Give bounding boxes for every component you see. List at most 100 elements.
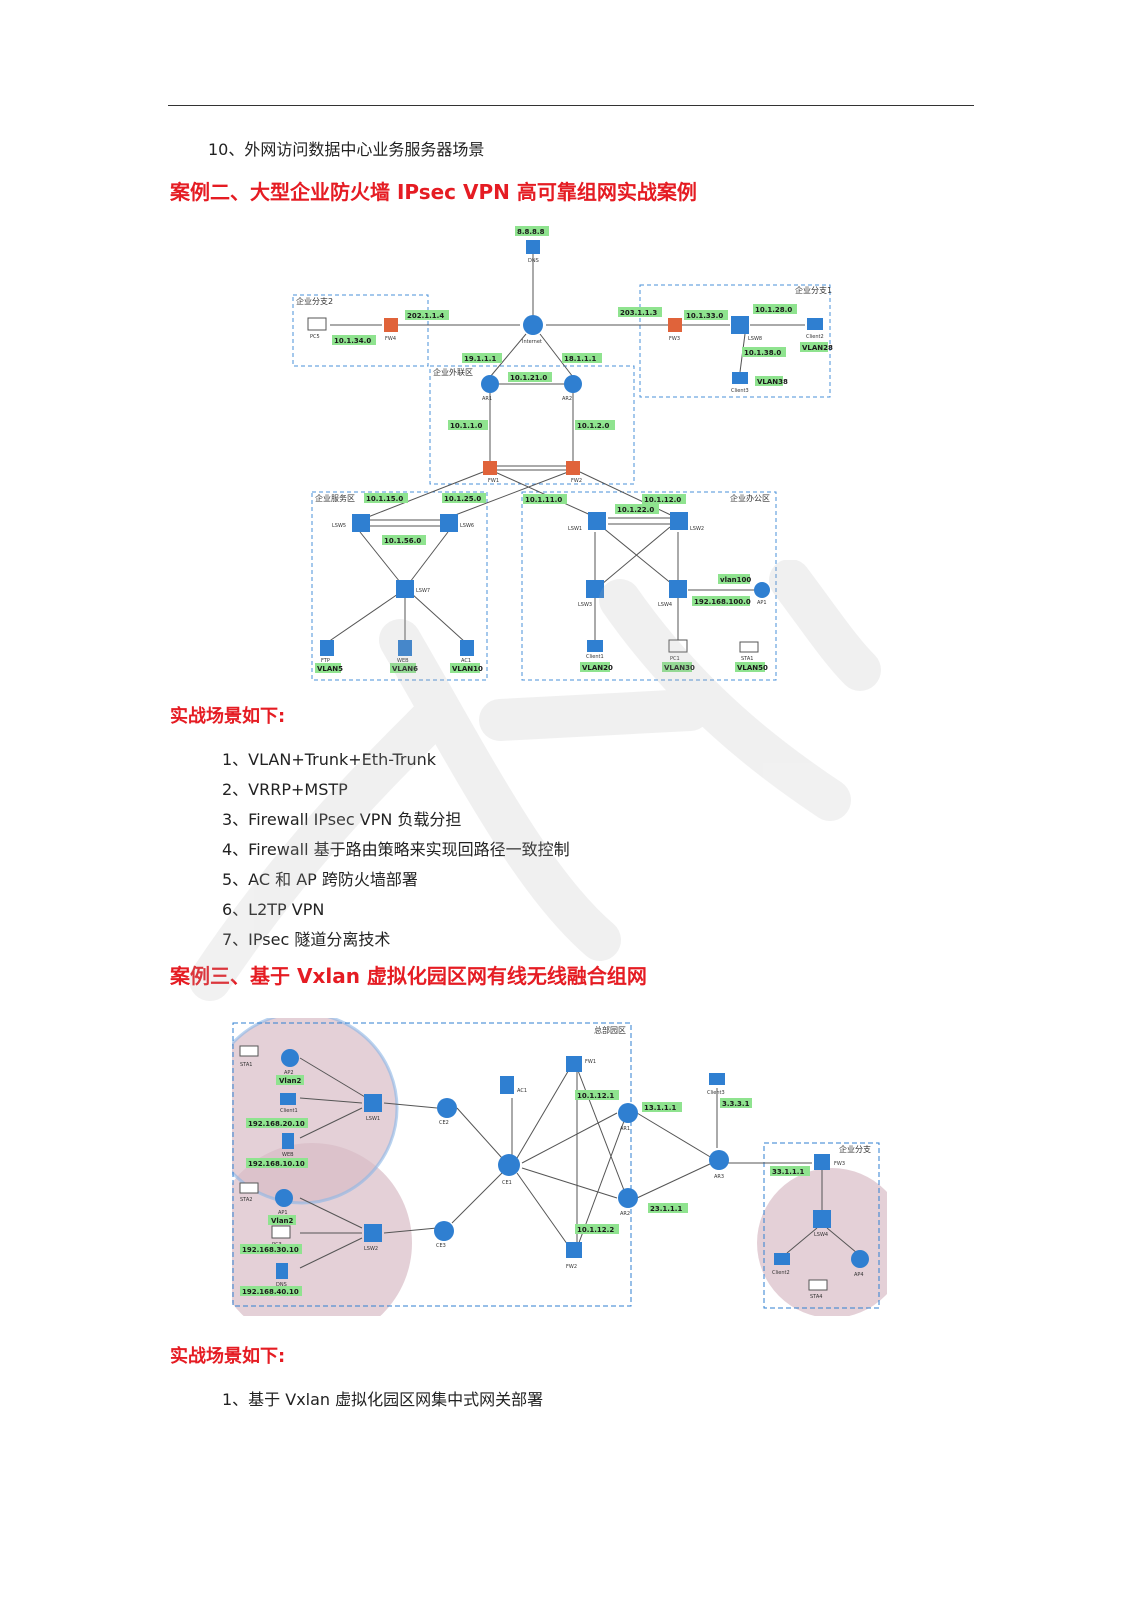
router-ar3-icon	[709, 1150, 729, 1170]
zone-headquarters-label: 总部园区	[594, 1025, 626, 1035]
zone-dmz-label: 企业外联区	[433, 367, 473, 377]
node-name: PC1	[670, 656, 680, 662]
net-label: 192.168.30.10	[242, 1246, 299, 1254]
node-name: AC1	[461, 658, 471, 664]
node-name: AP1	[757, 600, 767, 606]
firewall-fw3-icon	[814, 1154, 830, 1170]
ap1-icon	[754, 582, 770, 598]
case2-scenarios-title: 实战场景如下:	[170, 706, 286, 727]
node-name: PC5	[310, 334, 320, 340]
zone-branch2	[292, 294, 429, 367]
client3-icon	[709, 1073, 725, 1085]
net-label: 10.1.12.0	[644, 496, 681, 504]
net-label: 10.1.12.2	[577, 1226, 614, 1234]
net-label: 10.1.33.0	[686, 312, 723, 320]
firewall-fw2-icon	[566, 461, 580, 475]
list-item: 2、VRRP+MSTP	[222, 780, 348, 799]
list-item: 6、L2TP VPN	[222, 900, 325, 919]
sta4-icon	[808, 1279, 828, 1291]
node-name: AP4	[854, 1272, 864, 1278]
net-label: 19.1.1.1	[464, 355, 496, 363]
node-name: AP1	[278, 1210, 288, 1216]
router-ar1-icon	[618, 1103, 638, 1123]
node-name: FW2	[571, 478, 582, 484]
vlan-label: VLAN50	[737, 664, 768, 672]
firewall-fw3-icon	[668, 318, 682, 332]
node-name: FW3	[669, 336, 680, 342]
zone-dmz	[429, 365, 635, 485]
node-name: LSW5	[332, 523, 346, 529]
zone-server	[311, 491, 488, 681]
zone-branch1	[639, 284, 831, 398]
sta1-icon	[239, 1045, 259, 1057]
node-name: STA1	[741, 656, 753, 662]
node-name: LSW1	[568, 526, 582, 532]
net-label: 10.1.25.0	[444, 495, 481, 503]
case2-title: 案例二、大型企业防火墙 IPsec VPN 高可靠组网实战案例	[170, 180, 697, 204]
switch-lsw7-icon	[396, 580, 414, 598]
net-label: 10.1.1.0	[450, 422, 482, 430]
node-name: DNS	[528, 258, 539, 264]
node-name: LSW3	[578, 602, 592, 608]
node-name: LSW1	[366, 1116, 380, 1122]
node-name: CE1	[502, 1180, 512, 1186]
net-label: 8.8.8.8	[517, 228, 545, 236]
firewall-fw1-icon	[483, 461, 497, 475]
node-name: Client3	[707, 1090, 725, 1096]
ce3-icon	[434, 1221, 454, 1241]
ac1-icon	[500, 1076, 514, 1094]
node-name: Internet	[522, 339, 542, 345]
node-name: Client3	[731, 388, 749, 394]
sta1-icon	[739, 641, 759, 653]
zone-office	[521, 491, 777, 681]
net-label: 10.1.2.0	[577, 422, 609, 430]
zone-branch-label: 企业分支	[839, 1144, 871, 1154]
zone-branch	[763, 1142, 880, 1309]
list-item: 1、基于 Vxlan 虚拟化园区网集中式网关部署	[222, 1390, 544, 1409]
net-label: 10.1.22.0	[617, 506, 654, 514]
net-label: 202.1.1.4	[407, 312, 444, 320]
node-name: AR1	[482, 396, 492, 402]
case2-scenario-list: 1、VLAN+Trunk+Eth-Trunk 2、VRRP+MSTP 3、Fir…	[222, 745, 570, 955]
firewall-fw1-icon	[566, 1056, 582, 1072]
ac1-icon	[460, 640, 474, 656]
switch-lsw8-icon	[731, 316, 749, 334]
ftp-server-icon	[320, 640, 334, 656]
net-label: 192.168.100.0	[694, 598, 751, 606]
node-name: AR3	[714, 1174, 724, 1180]
node-name: CE2	[439, 1120, 449, 1126]
switch-lsw1-icon	[364, 1094, 382, 1112]
intro-item: 10、外网访问数据中心业务服务器场景	[208, 140, 485, 159]
vlan-label: VLAN20	[582, 664, 613, 672]
switch-lsw2-icon	[364, 1224, 382, 1242]
node-name: CE3	[436, 1243, 446, 1249]
vlan-label: VLAN28	[802, 344, 833, 352]
switch-lsw4-icon	[813, 1210, 831, 1228]
client2-icon	[807, 318, 823, 330]
net-label: vlan100	[720, 576, 751, 584]
internet-router-icon	[523, 315, 543, 335]
node-name: STA4	[810, 1294, 822, 1300]
dns-server-icon	[526, 240, 540, 254]
node-name: STA1	[240, 1062, 252, 1068]
net-label: 10.1.15.0	[366, 495, 403, 503]
node-name: STA2	[240, 1197, 252, 1203]
sta2-icon	[239, 1182, 259, 1194]
node-name: AR2	[620, 1211, 630, 1217]
net-label: 10.1.34.0	[334, 337, 371, 345]
case3-scenarios-title: 实战场景如下:	[170, 1346, 286, 1367]
pc3-icon	[271, 1225, 291, 1239]
net-label: 192.168.40.10	[242, 1288, 299, 1296]
client1-icon	[280, 1093, 296, 1105]
web-server-icon	[398, 640, 412, 656]
node-name: LSW4	[658, 602, 672, 608]
net-label: 23.1.1.1	[650, 1205, 682, 1213]
net-label: 33.1.1.1	[772, 1168, 804, 1176]
header-rule	[168, 105, 974, 106]
node-name: WEB	[397, 658, 409, 664]
case2-topology-diagram: 企业分支2 企业分支1 企业外联区 企业服务区 企业办公区	[292, 226, 833, 681]
client3-icon	[732, 372, 748, 384]
vlan-label: VLAN6	[392, 665, 418, 673]
router-ar1-icon	[481, 375, 499, 393]
dns-server-icon	[276, 1263, 288, 1279]
